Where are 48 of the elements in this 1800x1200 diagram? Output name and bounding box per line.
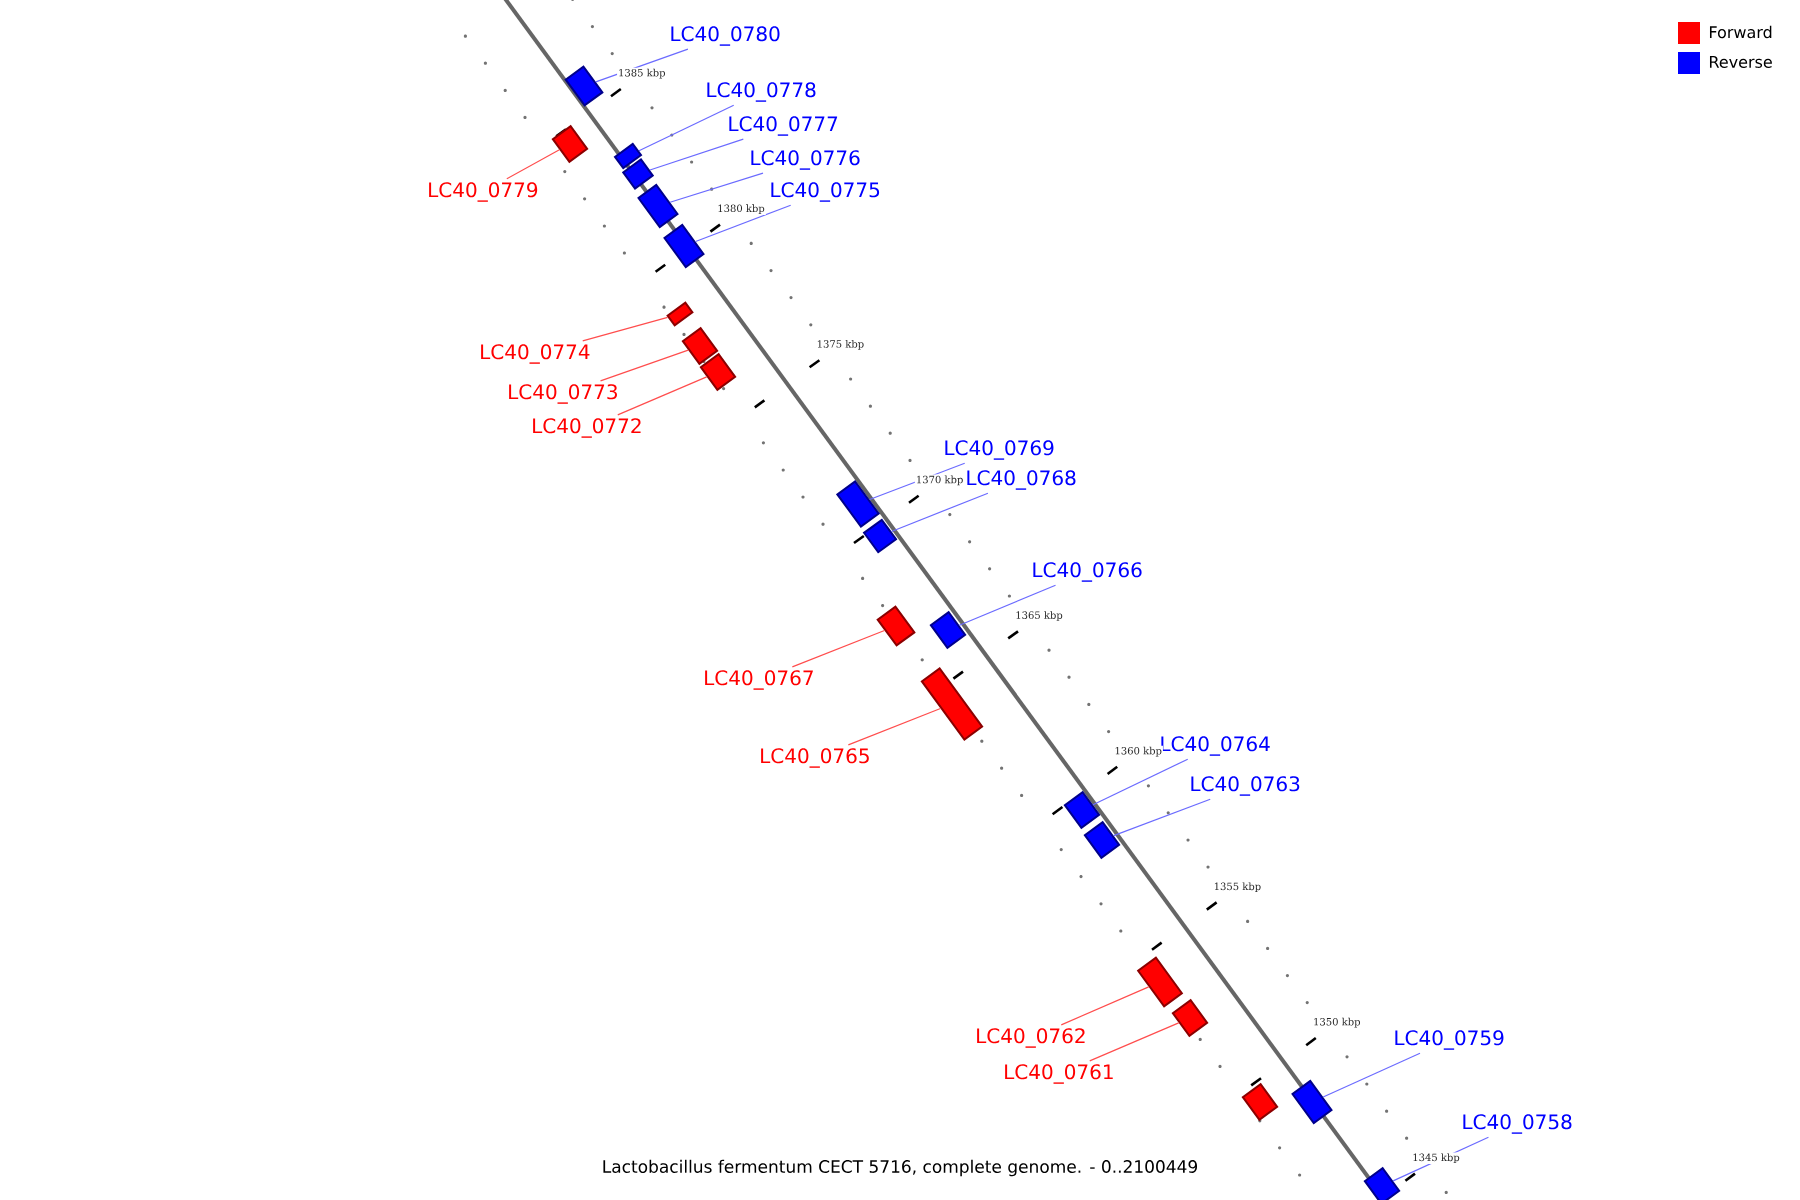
gene-block (666, 301, 694, 327)
gene-label: LC40_0761 (1005, 1064, 1113, 1084)
gene-block (1291, 1079, 1333, 1125)
gene-label: LC40_0775 (771, 182, 880, 202)
gene-label: LC40_0759 (1395, 1030, 1504, 1050)
caption: Lactobacillus fermentum CECT 5716, complete genome. - 0..2100449 (603, 1159, 1198, 1177)
gene-block (663, 223, 705, 269)
gene-label: LC40_0774 (481, 344, 590, 364)
legend-label: Reverse (1710, 56, 1772, 68)
gene-label: LC40_0769 (945, 440, 1054, 460)
leader-line (1113, 798, 1211, 837)
gene-block (876, 605, 916, 647)
legend-label: Forward (1710, 25, 1772, 39)
gene-block (920, 667, 984, 741)
leader-line (506, 149, 560, 180)
leader-line (649, 138, 744, 171)
leader-line (958, 584, 1057, 626)
leader-line (669, 172, 764, 203)
leader-line (582, 316, 669, 342)
leader-line (1092, 758, 1189, 806)
gene-label: LC40_0765 (761, 748, 869, 768)
gene-label: LC40_0758 (1463, 1114, 1572, 1134)
leader-line (1322, 1052, 1421, 1098)
gene-block (564, 65, 604, 107)
gene-label: LC40_0773 (509, 384, 617, 404)
leader-line (1060, 986, 1150, 1026)
gene-label: LC40_0772 (533, 418, 641, 438)
leader-line (791, 629, 886, 668)
gene-label: LC40_0777 (729, 116, 838, 136)
gene-label: LC40_0780 (671, 26, 780, 46)
gene-label: LC40_0779 (429, 182, 538, 202)
gene-label: LC40_0763 (1191, 776, 1300, 796)
gene-block (1363, 1166, 1401, 1200)
leader-line (599, 349, 689, 382)
gene-label: LC40_0767 (705, 670, 813, 690)
gene-block (637, 183, 679, 229)
gene-label: LC40_0764 (1161, 736, 1270, 756)
leader-line (617, 376, 708, 416)
gene-label: LC40_0766 (1033, 562, 1142, 582)
gene-label: LC40_0768 (967, 470, 1076, 490)
leader-line (695, 204, 792, 243)
leader-line (847, 707, 942, 746)
leader-line (890, 492, 989, 533)
leader-line (1089, 1022, 1180, 1062)
gene-label: LC40_0762 (977, 1028, 1085, 1048)
gene-label: LC40_0776 (751, 150, 860, 170)
leader-line (638, 104, 735, 152)
gene-label: LC40_0778 (707, 82, 816, 102)
